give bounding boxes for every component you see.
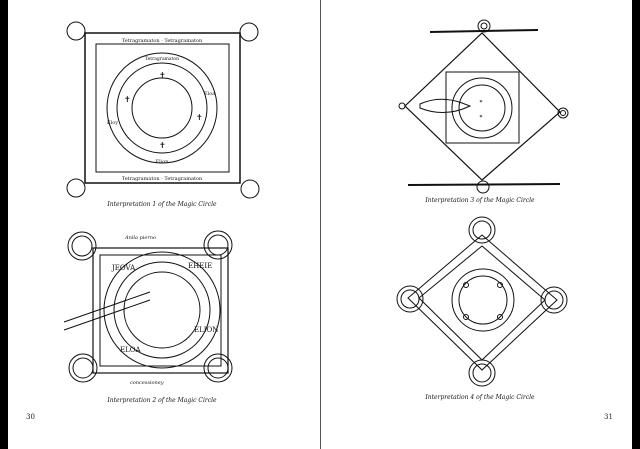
- magic-circle-figure-1: Tetragramaton · Tetragramaton Tetragrama…: [66, 21, 260, 199]
- svg-text:✶: ✶: [479, 99, 483, 105]
- svg-text:Tetragramaton · Tetragramaton: Tetragramaton · Tetragramaton: [122, 176, 203, 182]
- svg-text:✝: ✝: [124, 95, 131, 104]
- svg-text:concessioney: concessioney: [130, 380, 164, 386]
- right-page: [321, 0, 632, 449]
- page-gutter-divider: [320, 0, 321, 449]
- svg-text:✝: ✝: [159, 141, 166, 150]
- svg-text:✶: ✶: [479, 114, 483, 120]
- magic-circle-figure-4: [396, 216, 568, 387]
- fig1-top-lettering: Tetragramaton · Tetragramaton: [122, 38, 203, 44]
- magic-circle-figure-3: ✶ ✶: [398, 19, 569, 194]
- svg-text:EHEIE: EHEIE: [188, 262, 212, 270]
- page-number-left: 30: [26, 413, 35, 421]
- left-page: [8, 0, 320, 449]
- figure-4-caption: Interpretation 4 of the Magic Circle: [425, 394, 535, 401]
- svg-text:Anlla pierno: Anlla pierno: [124, 235, 156, 241]
- svg-text:Eloa: Eloa: [204, 91, 215, 97]
- svg-text:✝: ✝: [196, 113, 203, 122]
- figure-1-caption: Interpretation 1 of the Magic Circle: [107, 201, 217, 208]
- figure-3-caption: Interpretation 3 of the Magic Circle: [425, 197, 535, 204]
- svg-text:ELOA: ELOA: [120, 346, 141, 354]
- svg-text:✝: ✝: [159, 71, 166, 80]
- svg-text:Eloy: Eloy: [107, 120, 118, 126]
- svg-text:Elion: Elion: [155, 159, 169, 165]
- svg-text:ELION: ELION: [194, 326, 218, 334]
- svg-text:Tetragramaton: Tetragramaton: [145, 56, 179, 62]
- svg-text:JEOVA: JEOVA: [111, 264, 136, 272]
- page-number-right: 31: [604, 413, 613, 421]
- figure-2-caption: Interpretation 2 of the Magic Circle: [107, 397, 217, 404]
- magic-circle-figure-2: EHEIE JEOVA ELION ELOA Anlla pierno conc…: [63, 230, 233, 386]
